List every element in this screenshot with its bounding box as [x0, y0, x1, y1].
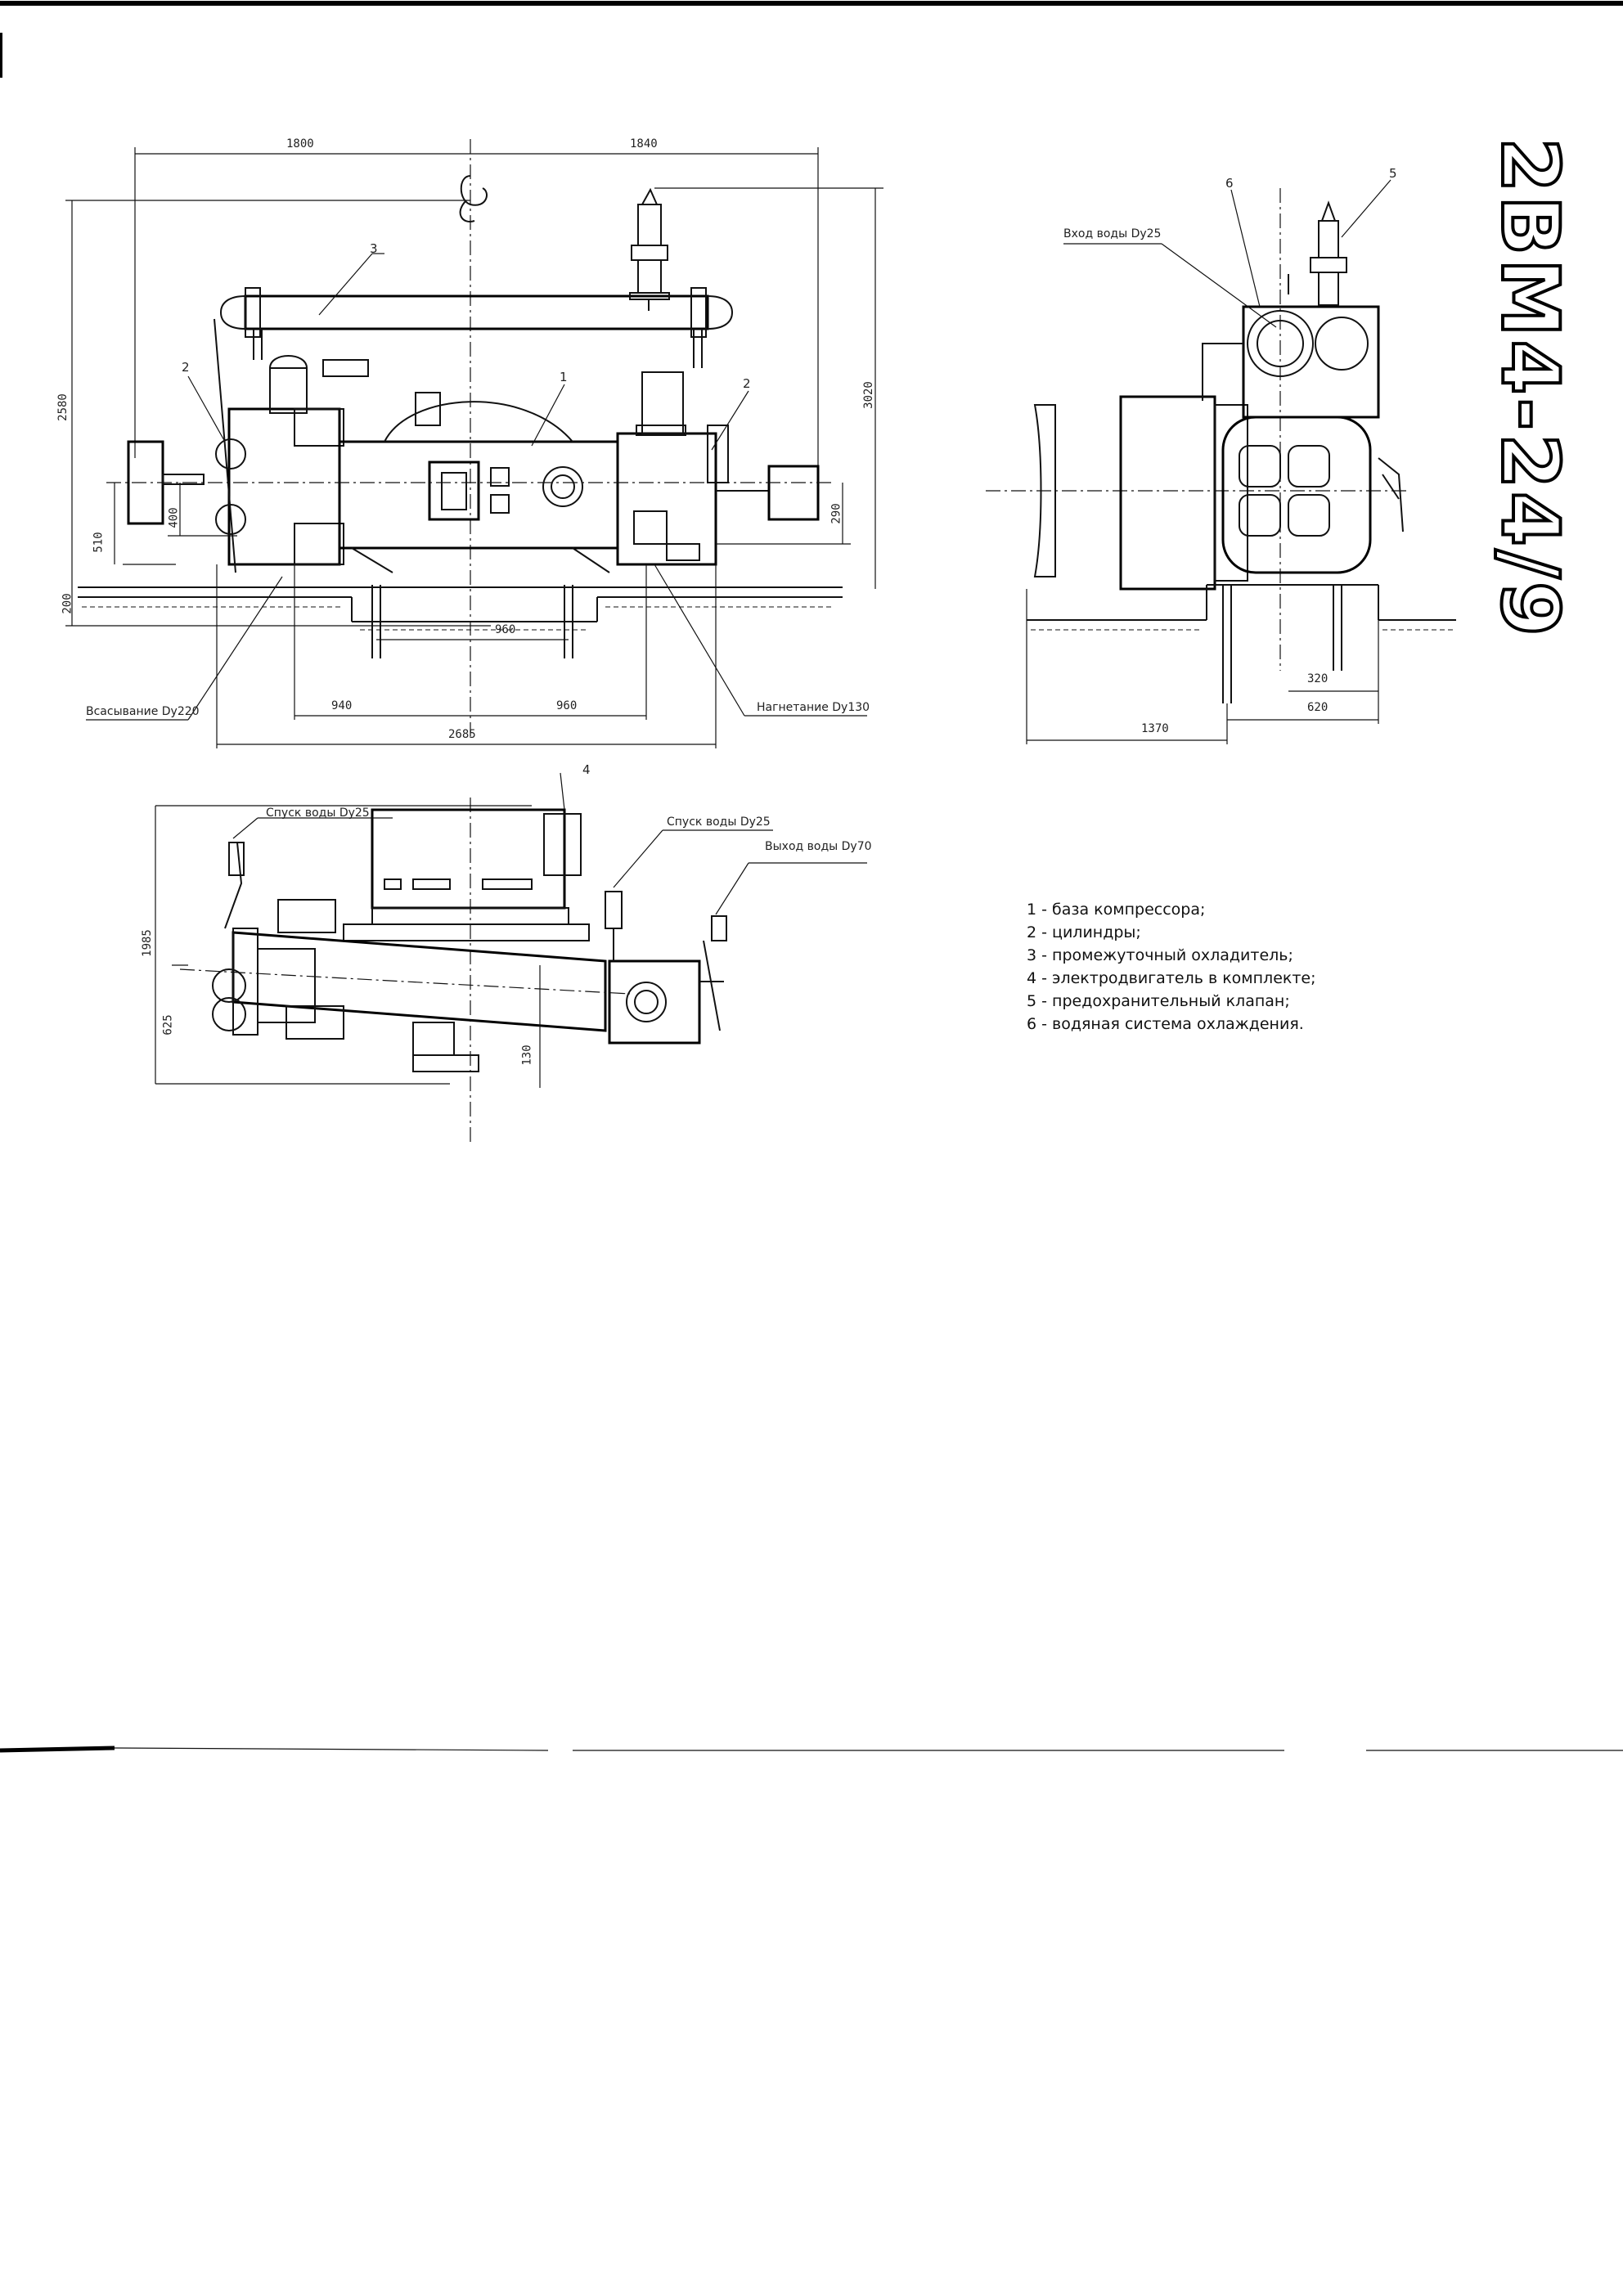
legend-item: 2 - цилиндры; [1027, 923, 1141, 941]
separator-line-left [0, 1746, 115, 1753]
dim-front-total: 2685 [448, 728, 476, 741]
dim-front-axis-left: 510 [92, 532, 106, 553]
label-drain-right: Спуск воды Dy25 [667, 816, 771, 829]
callout-side-6: 6 [1225, 176, 1234, 191]
legend: 1 - база компрессора; 2 - цилиндры; 3 - … [1027, 898, 1316, 1036]
callout-front-2-left: 2 [182, 360, 190, 375]
callout-front-2-right: 2 [743, 376, 751, 391]
separator-line-left-thin [114, 1747, 549, 1751]
dim-front-base: 200 [61, 593, 74, 614]
dim-front-half-right: 960 [556, 699, 578, 712]
legend-item: 3 - промежуточный охладитель; [1027, 946, 1293, 964]
label-discharge: Нагнетание Dy130 [757, 701, 870, 714]
dim-side-width-2: 620 [1307, 701, 1329, 714]
dim-front-axis-right: 290 [829, 503, 843, 524]
side-view [986, 179, 1456, 744]
dim-front-top-left: 1800 [286, 137, 314, 151]
callout-front-3: 3 [370, 241, 378, 256]
plan-view [155, 772, 867, 1145]
dim-plan-offset: 130 [520, 1045, 534, 1066]
callout-side-5: 5 [1389, 166, 1397, 181]
dim-front-top-right: 1840 [630, 137, 658, 151]
label-water-out: Выход воды Dy70 [765, 840, 872, 853]
legend-item: 1 - база компрессора; [1027, 901, 1206, 919]
dim-front-axis-mid: 400 [167, 507, 181, 528]
dim-plan-height-2: 625 [161, 1014, 175, 1036]
label-water-in-side: Вход воды Dy25 [1063, 227, 1162, 240]
dim-side-width-1: 320 [1307, 672, 1329, 685]
callout-front-1: 1 [560, 370, 568, 384]
legend-item: 5 - предохранительный клапан; [1027, 992, 1290, 1010]
dim-front-half-left: 940 [331, 699, 353, 712]
legend-item: 4 - электродвигатель в комплекте; [1027, 969, 1316, 987]
dim-front-anchor: 960 [495, 623, 516, 636]
front-view [65, 139, 883, 748]
dim-plan-height-1: 1985 [140, 929, 154, 957]
legend-item: 6 - водяная система охлаждения. [1027, 1015, 1304, 1033]
dim-front-height-right: 3020 [861, 381, 875, 409]
label-suction: Всасывание Dy220 [86, 705, 200, 718]
dim-front-height-left: 2580 [56, 393, 70, 421]
label-drain-left: Спуск воды Dy25 [266, 807, 370, 820]
callout-plan-4: 4 [582, 762, 591, 777]
dim-side-total: 1370 [1141, 722, 1169, 735]
